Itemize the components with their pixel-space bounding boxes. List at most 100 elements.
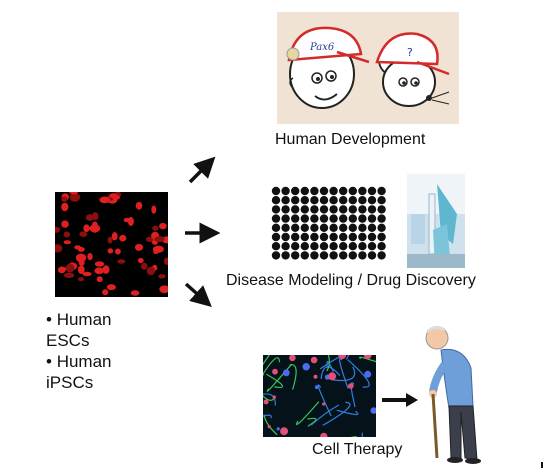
- plate-well: [367, 251, 377, 260]
- cell: [152, 225, 159, 231]
- neuron-body: [310, 356, 318, 364]
- neurite: [331, 366, 356, 382]
- plate-well: [310, 223, 319, 232]
- plate-well: [291, 214, 300, 223]
- neurite: [359, 356, 376, 363]
- plate-well: [310, 196, 319, 205]
- human-development-label: Human Development: [275, 131, 426, 148]
- plate-well: [319, 242, 329, 251]
- bullet-escs: ESCs: [46, 331, 90, 350]
- neuron-body: [272, 395, 276, 399]
- cell: [94, 261, 105, 267]
- cell: [115, 248, 121, 255]
- plate-well: [358, 242, 367, 251]
- cell: [63, 231, 70, 238]
- neuron-body: [263, 399, 269, 405]
- plate-well: [348, 205, 357, 214]
- plate-well: [310, 242, 319, 251]
- neuron-body: [370, 407, 376, 414]
- plate-well: [271, 186, 281, 196]
- plate-well: [300, 186, 309, 196]
- cell: [89, 224, 101, 233]
- plate-well: [300, 214, 309, 223]
- plate-well: [339, 196, 348, 205]
- plate-well: [329, 214, 338, 223]
- cell: [63, 240, 71, 245]
- plate-well: [310, 205, 319, 214]
- cell: [82, 271, 92, 277]
- plate-well: [367, 223, 377, 232]
- cell: [61, 202, 69, 212]
- plate-well: [367, 205, 377, 214]
- neurite: [317, 384, 332, 417]
- plate-well: [281, 186, 290, 196]
- pipette-image: [407, 174, 465, 268]
- cell: [78, 277, 84, 282]
- stem-cell-image: [55, 192, 168, 297]
- neurite: [307, 417, 317, 427]
- neuron-body: [302, 363, 310, 371]
- neurite: [289, 364, 297, 390]
- cell: [106, 284, 116, 291]
- plate-well: [377, 223, 386, 232]
- plate-well: [348, 186, 357, 196]
- plate-well: [319, 186, 329, 196]
- cell: [153, 249, 159, 255]
- neurite: [361, 432, 364, 437]
- plate-well: [329, 232, 338, 242]
- cell: [102, 289, 109, 296]
- neuron-body: [280, 427, 289, 436]
- neuron-body: [349, 383, 354, 388]
- neurite: [326, 355, 330, 372]
- plate-well: [339, 232, 348, 242]
- plate-well: [339, 242, 348, 251]
- neurons-image: [263, 355, 376, 437]
- plate-well: [377, 251, 386, 260]
- cell: [107, 248, 114, 254]
- cell: [119, 234, 127, 242]
- plate-well: [329, 223, 338, 232]
- neuron-body: [364, 370, 372, 378]
- plate-well: [271, 242, 281, 251]
- neuron-body: [363, 355, 372, 360]
- neurite: [296, 401, 320, 426]
- cell: [69, 192, 78, 195]
- plate-well: [281, 196, 290, 205]
- arrow-up-icon: [188, 156, 216, 184]
- cell: [87, 253, 93, 261]
- plate-well: [319, 196, 329, 205]
- cell: [151, 205, 157, 214]
- corner-mark: [541, 462, 543, 468]
- cell: [159, 285, 168, 294]
- cell: [65, 263, 75, 273]
- plate-well: [339, 251, 348, 260]
- plate-well: [329, 251, 338, 260]
- disease-modeling-label: Disease Modeling / Drug Discovery: [226, 272, 476, 289]
- plate-well: [367, 242, 377, 251]
- plate-well: [348, 223, 357, 232]
- plate-well: [281, 205, 290, 214]
- plate-well: [300, 251, 309, 260]
- plate-well: [358, 196, 367, 205]
- svg-text:Pax6: Pax6: [309, 42, 335, 53]
- cell: [85, 214, 94, 221]
- well-plate-image: [264, 183, 389, 263]
- plate-well: [300, 223, 309, 232]
- plate-well: [358, 186, 367, 196]
- plate-well: [348, 196, 357, 205]
- plate-well: [271, 232, 281, 242]
- cell: [158, 274, 166, 279]
- neurite: [347, 359, 370, 388]
- cell: [61, 220, 69, 228]
- neuron-body: [289, 355, 296, 362]
- neurite: [319, 355, 349, 370]
- plate-well: [291, 232, 300, 242]
- cell: [94, 267, 104, 275]
- plate-well: [310, 214, 319, 223]
- cell: [75, 253, 87, 263]
- cell: [77, 265, 85, 274]
- neurite: [263, 355, 271, 376]
- cell: [141, 262, 148, 270]
- neurite: [266, 373, 284, 388]
- bullet-human-ipscs: • Human: [46, 352, 112, 371]
